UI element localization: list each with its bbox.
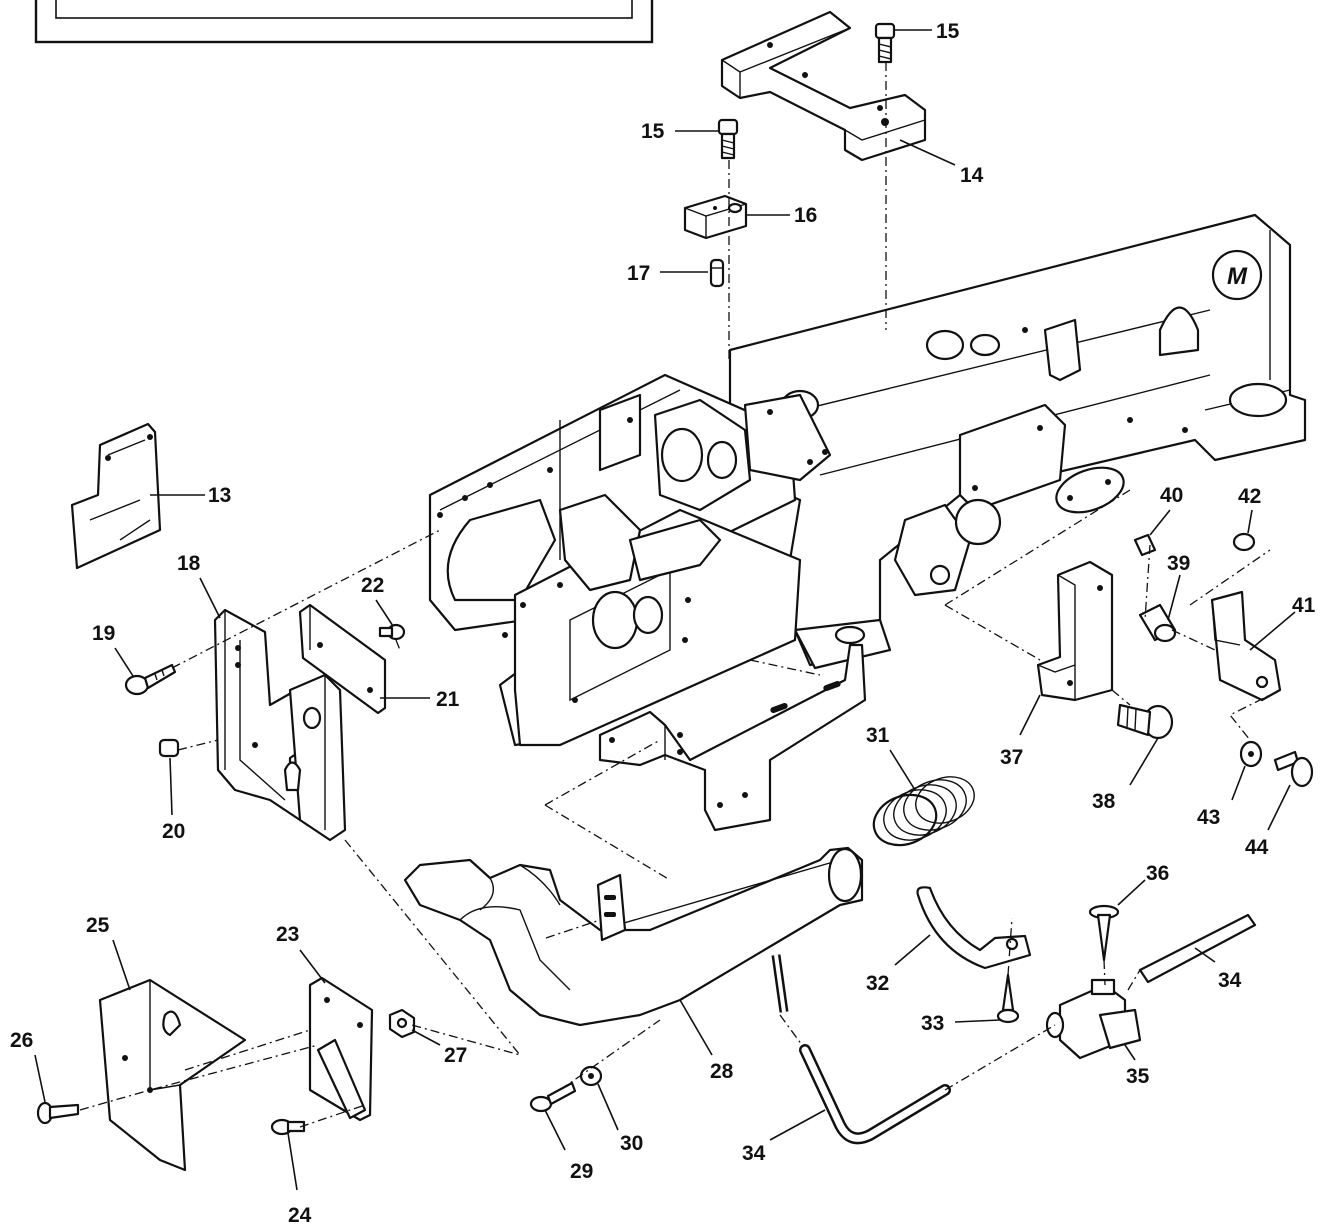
callout-42: 42 [1238, 485, 1261, 508]
part-31-spring [872, 776, 975, 847]
callout-34: 34 [1218, 969, 1242, 992]
callout-31: 31 [866, 724, 890, 747]
part-18-bracket [283, 673, 347, 842]
callout-38: 38 [1092, 790, 1116, 813]
callout-32: 32 [866, 972, 889, 995]
part-30-washer [579, 1065, 603, 1087]
part-22-screw [378, 623, 406, 641]
callout-40: 40 [1160, 484, 1183, 507]
part-36-screw [1088, 904, 1120, 962]
callout-20: 20 [162, 820, 185, 843]
part-44-screw [1273, 750, 1314, 788]
part-39-bushing [1138, 603, 1177, 643]
part-23-hinge [308, 976, 374, 1122]
part-17-pin [709, 258, 725, 288]
callout-labels: 15 15 14 16 17 13 18 19 20 21 22 23 24 2… [10, 20, 1316, 1226]
title-frame [34, 0, 654, 44]
part-34-bent-tube [771, 954, 951, 1145]
part-19-screw [124, 663, 177, 696]
part-27-nut [388, 1008, 416, 1039]
part-35-valve [1045, 978, 1142, 1060]
callout-26: 26 [10, 1029, 33, 1052]
callout-24: 24 [288, 1204, 312, 1226]
callout-33: 33 [921, 1012, 944, 1035]
callout-35: 35 [1126, 1065, 1150, 1088]
callout-14: 14 [960, 164, 984, 187]
callout-27: 27 [444, 1044, 467, 1067]
callout-16: 16 [794, 204, 817, 227]
callout-23: 23 [276, 923, 299, 946]
callout-19: 19 [92, 622, 115, 645]
part-13-cover [70, 422, 162, 570]
part-42-nut [1232, 532, 1256, 552]
part-26-screw [36, 1101, 80, 1125]
part-16-block [683, 194, 748, 240]
part-21-plate [298, 603, 387, 715]
part-15-screw-lower [717, 118, 739, 160]
callout-15: 15 [641, 120, 665, 143]
part-24-screw [270, 1118, 306, 1136]
part-41-bracket [1210, 590, 1282, 702]
part-25-angle-bracket [98, 978, 247, 1172]
callout-43: 43 [1197, 806, 1220, 829]
part-40-setscrew [1133, 533, 1157, 557]
callout-34: 34 [742, 1142, 766, 1165]
part-38-screw [1116, 703, 1174, 740]
mounting-bracket [598, 643, 867, 832]
callout-37: 37 [1000, 746, 1023, 769]
assembly-dash-lines [79, 62, 1281, 1128]
part-32-clamp [916, 886, 1032, 970]
callout-29: 29 [570, 1160, 593, 1183]
callout-15: 15 [936, 20, 960, 43]
callout-30: 30 [620, 1132, 643, 1155]
part-29-screw [529, 1081, 577, 1113]
callout-22: 22 [361, 574, 384, 597]
callout-21: 21 [436, 688, 460, 711]
callout-36: 36 [1146, 862, 1169, 885]
part-37-bracket [1036, 560, 1114, 702]
part-34-rod [1138, 913, 1257, 984]
callout-25: 25 [86, 914, 110, 937]
callout-41: 41 [1292, 594, 1316, 617]
callout-17: 17 [627, 262, 650, 285]
callout-44: 44 [1245, 836, 1269, 859]
leader-lines [34, 29, 1296, 1191]
part-33-screw [996, 973, 1020, 1024]
callout-39: 39 [1167, 552, 1190, 575]
part-20-plug [158, 738, 180, 758]
callout-18: 18 [177, 552, 201, 575]
callout-28: 28 [710, 1060, 734, 1083]
casting-front-block [428, 373, 832, 747]
callout-13: 13 [208, 484, 231, 507]
part-28-base-pan [403, 846, 864, 1027]
part-43-washer [1239, 740, 1263, 768]
brand-emblem: M [1227, 263, 1248, 290]
part-14-top-plate [720, 10, 927, 162]
part-15-screw-upper [874, 22, 896, 64]
machine-bed-casting: M [728, 213, 1307, 670]
